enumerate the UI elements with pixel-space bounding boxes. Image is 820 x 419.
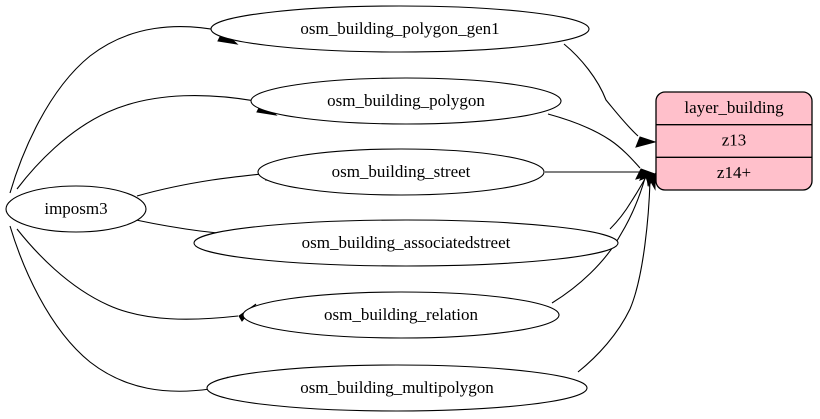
node-osm-building-polygon-gen1[interactable]: osm_building_polygon_gen1: [210, 5, 590, 53]
node-osm-building-associatedstreet[interactable]: osm_building_associatedstreet: [193, 219, 619, 267]
node-layer-building-shape[interactable]: [655, 91, 813, 191]
node-osm-building-relation-shape[interactable]: [242, 291, 560, 339]
node-osm-building-multipolygon-shape[interactable]: [206, 364, 588, 412]
node-osm-building-street[interactable]: osm_building_street: [257, 148, 545, 196]
node-imposm3-shape[interactable]: [5, 185, 147, 233]
node-osm-building-polygon-shape[interactable]: [250, 77, 562, 125]
record-row-layer-building-label: layer_building: [684, 98, 784, 117]
node-osm-building-relation[interactable]: osm_building_relation: [242, 291, 560, 339]
node-imposm3[interactable]: imposm3: [5, 185, 147, 233]
node-osm-building-polygon-label: osm_building_polygon: [327, 91, 485, 110]
node-osm-building-associatedstreet-label: osm_building_associatedstreet: [302, 233, 511, 252]
record-row-z14plus-label: z14+: [717, 163, 751, 182]
node-osm-building-polygon-gen1-shape[interactable]: [210, 5, 590, 53]
edge-imposm3-to-osm-building-polygon: [16, 95, 278, 190]
node-osm-building-polygon-gen1-label: osm_building_polygon_gen1: [300, 19, 499, 38]
node-osm-building-multipolygon[interactable]: osm_building_multipolygon: [206, 364, 588, 412]
edge-osm-building-polygon-gen1-to-layer-z13: [563, 43, 657, 148]
record-row-z13-label: z13: [722, 130, 747, 149]
node-imposm3-label: imposm3: [44, 199, 107, 218]
node-osm-building-street-shape[interactable]: [257, 148, 545, 196]
node-osm-building-multipolygon-label: osm_building_multipolygon: [300, 378, 494, 397]
edge-osm-building-multipolygon-to-layer-z14plus: [577, 172, 656, 373]
node-osm-building-polygon[interactable]: osm_building_polygon: [250, 77, 562, 125]
node-osm-building-street-label: osm_building_street: [332, 162, 471, 181]
edge-imposm3-to-osm-building-polygon-gen1: [9, 26, 239, 194]
node-layer-building[interactable]: layer_building z13 z14+: [655, 91, 813, 191]
node-osm-building-associatedstreet-shape[interactable]: [193, 219, 619, 267]
edge-group-tables-to-layer: [545, 43, 657, 373]
node-osm-building-relation-label: osm_building_relation: [324, 305, 478, 324]
